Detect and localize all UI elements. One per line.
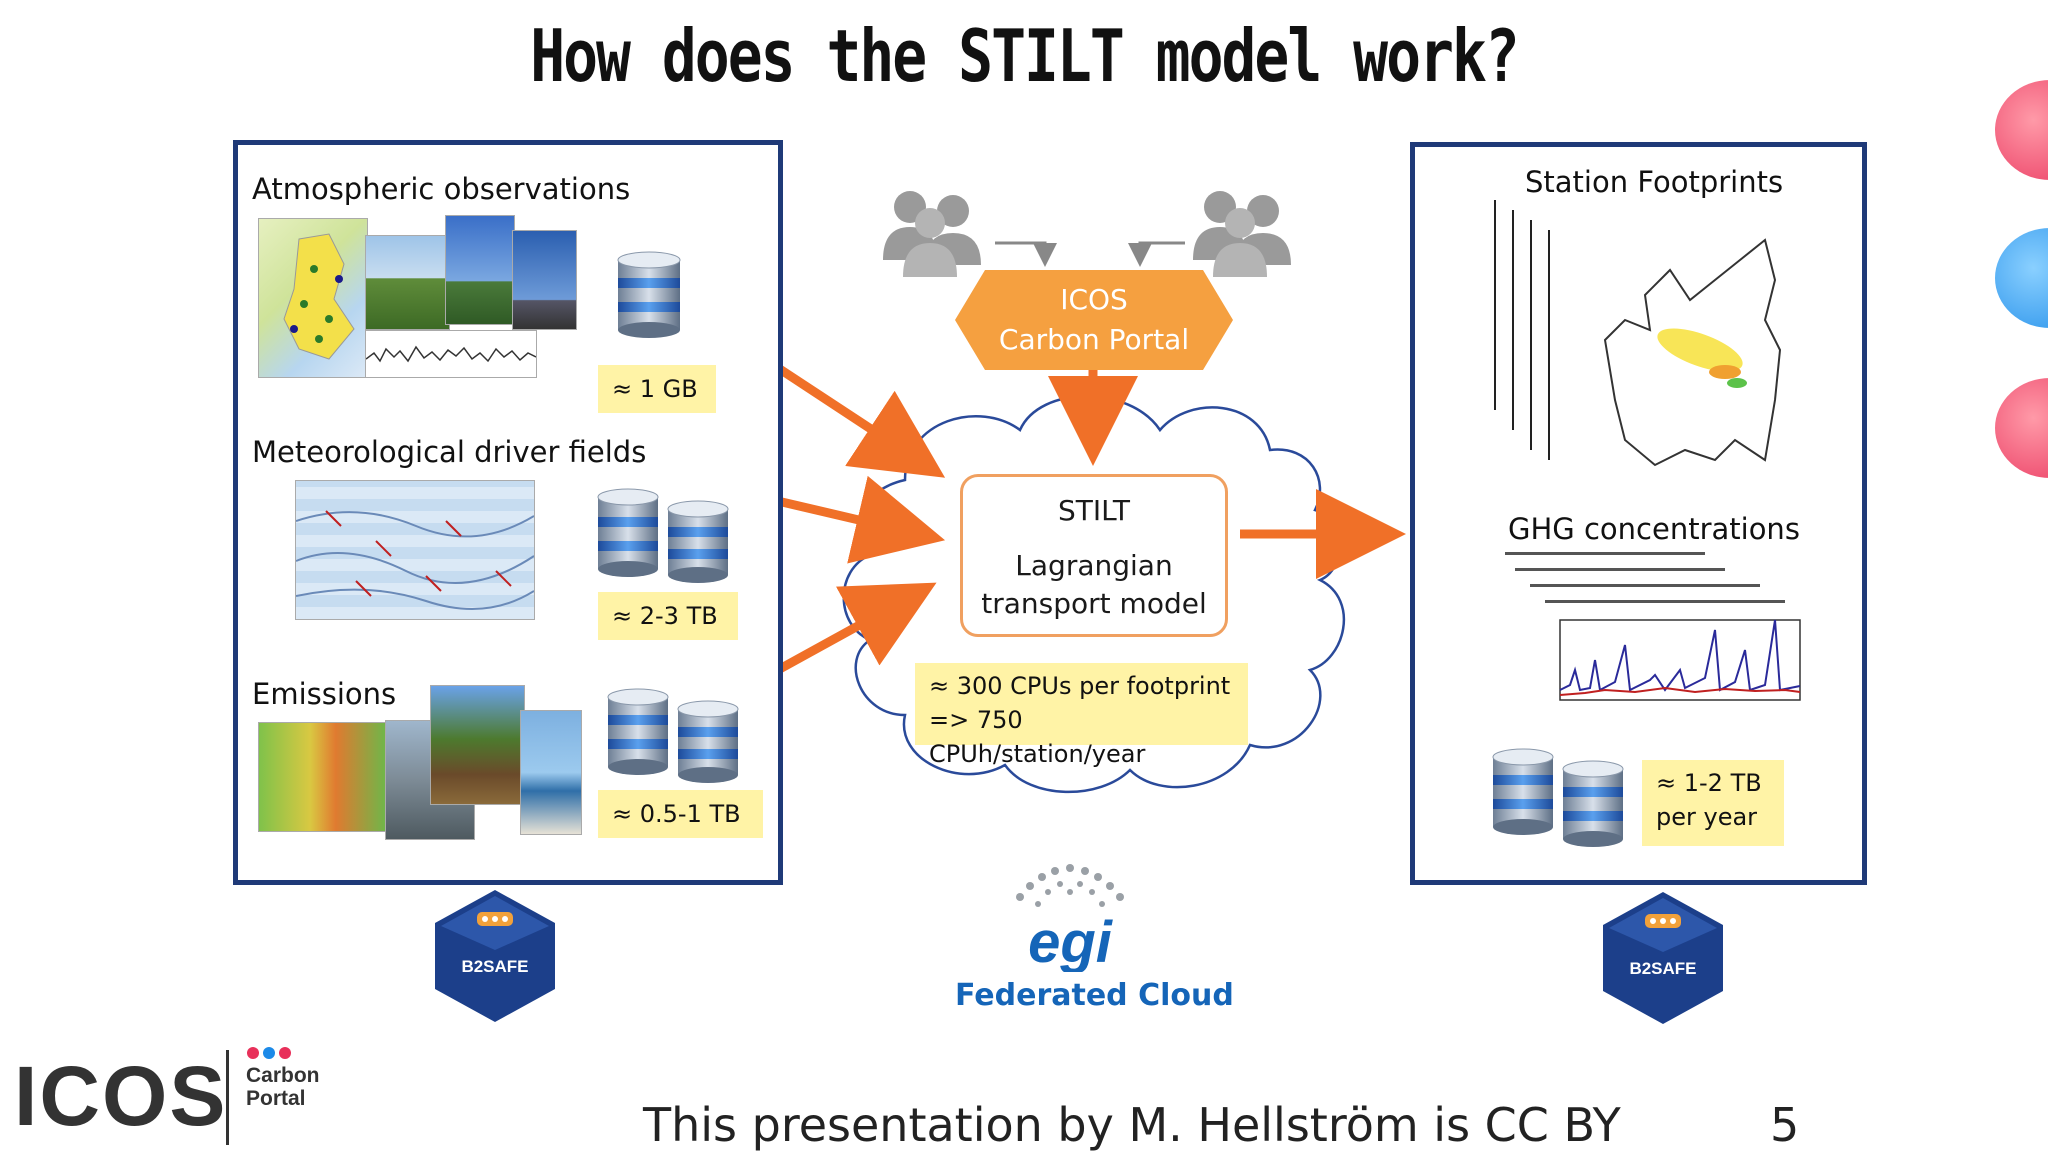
station-map-icon: [283, 233, 355, 360]
portal-line-2: Carbon Portal: [998, 323, 1190, 356]
stilt-title: STILT: [1058, 494, 1130, 527]
tower-photo-3: [512, 230, 577, 330]
ghg-timeseries-image: [1505, 552, 1801, 701]
arrow-users-right: [1128, 241, 1185, 267]
portal-line-1: ICOS: [1060, 283, 1128, 316]
b2safe-badge-right: B2SAFE: [1603, 892, 1723, 1024]
footprints-label: Station Footprints: [1525, 165, 1784, 199]
tower-photo-2: [445, 215, 515, 325]
credit-text: This presentation by M. Hellström is CC …: [643, 1098, 1621, 1152]
cpu-requirements-note: ≈ 300 CPUs per footprint => 750 CPUh/sta…: [915, 663, 1248, 768]
observations-label: Atmospheric observations: [252, 172, 631, 206]
weather-map-image: [295, 480, 535, 620]
database-icon: [617, 251, 681, 338]
emissions-size: ≈ 0.5-1 TB: [598, 790, 763, 838]
stilt-desc-line-2: transport model: [981, 587, 1207, 620]
stilt-model-box: STILT Lagrangian transport model: [960, 474, 1228, 637]
cpu-line-2: => 750 CPUh/station/year: [929, 706, 1146, 768]
logo-dots-icon: [247, 1047, 291, 1059]
users-group-icon: [883, 191, 981, 277]
coast-photo: [520, 710, 582, 835]
europe-map-image: [258, 218, 368, 378]
page-number: 5: [1770, 1098, 1800, 1152]
federated-cloud-label: Federated Cloud: [955, 978, 1234, 1013]
emissions-map-image: [258, 722, 388, 832]
stilt-desc-line-1: Lagrangian: [1015, 549, 1173, 582]
egi-logo: egi: [1016, 864, 1124, 972]
database-icon: [597, 488, 729, 583]
tower-photo-1: [365, 235, 450, 330]
logo-sub-1: Carbon: [246, 1064, 320, 1087]
footprint-map-image: [1494, 200, 1782, 467]
slide-title: How does the STILT model work?: [530, 13, 1520, 99]
logo-sub-2: Portal: [246, 1087, 306, 1110]
database-icon: [607, 688, 739, 783]
icos-logo: ICOS: [14, 1049, 228, 1143]
meteorology-size: ≈ 2-3 TB: [598, 592, 738, 640]
database-icon: [1492, 748, 1624, 847]
ghg-label: GHG concentrations: [1508, 512, 1800, 546]
outputs-panel: [1410, 142, 1867, 885]
meteorology-label: Meteorological driver fields: [252, 435, 647, 469]
cpu-line-1: ≈ 300 CPUs per footprint: [929, 672, 1231, 700]
carbon-portal-label: ICOS Carbon Portal: [955, 280, 1233, 360]
outputs-size-note: ≈ 1-2 TB per year: [1642, 760, 1784, 846]
timeseries-image: [365, 330, 537, 378]
carbon-portal-hexagon: [955, 270, 1233, 370]
b2safe-badge-left: B2SAFE: [435, 890, 555, 1022]
b2safe-label-right: B2SAFE: [1629, 959, 1696, 978]
logo-divider: [226, 1050, 229, 1145]
observations-size: ≈ 1 GB: [598, 365, 716, 413]
outputs-size-line-2: per year: [1656, 803, 1758, 831]
logo-subtext: Carbon Portal: [246, 1064, 320, 1110]
emissions-label: Emissions: [252, 677, 397, 711]
egi-logo-text: egi: [1028, 910, 1114, 972]
tree-photo: [430, 685, 525, 805]
arrow-users-left: [995, 241, 1057, 267]
b2safe-label-left: B2SAFE: [461, 957, 528, 976]
users-group-icon: [1193, 191, 1291, 277]
outputs-size-line-1: ≈ 1-2 TB: [1656, 769, 1762, 797]
